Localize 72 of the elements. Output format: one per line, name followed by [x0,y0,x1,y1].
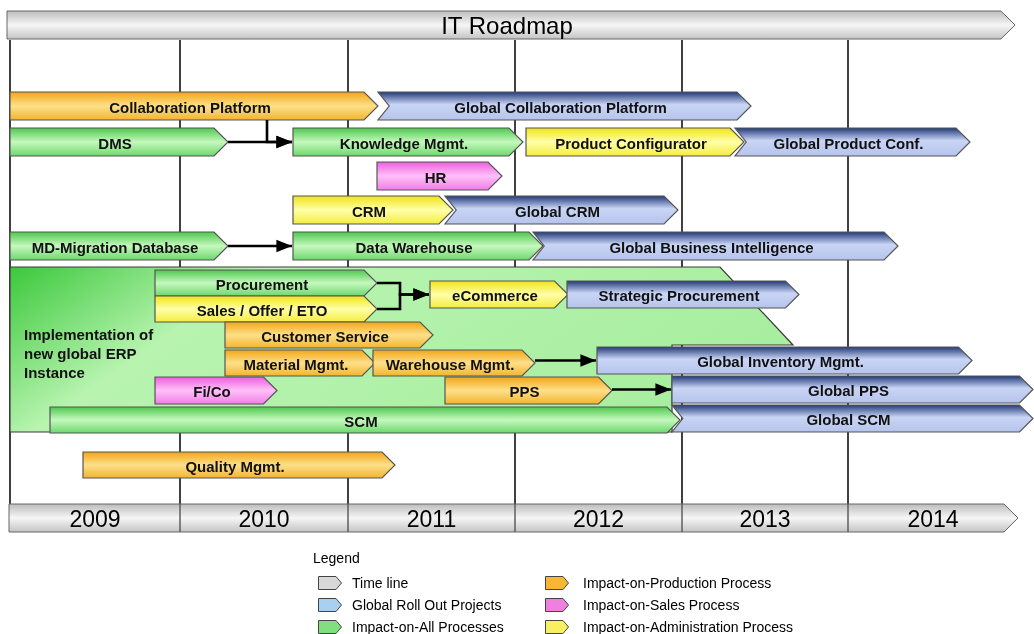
bar-label: Knowledge Mgmt. [338,135,470,151]
legend-label: Impact-on-Administration Process [583,619,794,634]
legend-label: Impact-on-Production Process [583,575,772,591]
roadmap-bar [735,128,970,156]
bar-label: SCM [343,413,379,429]
roadmap-bar [225,322,433,348]
bar-label: CRM [350,203,388,219]
roadmap-bar [373,350,535,376]
roadmap-bar [293,196,453,224]
bar-label: Global SCM [805,412,892,427]
bar-label: Global PPS [807,383,890,398]
bar-label: Collaboration Platform [108,99,272,115]
roadmap-bar [533,232,898,260]
roadmap-bar [430,281,568,308]
bar-label: Global Collaboration Platform [453,99,668,115]
year-label: 2011 [405,507,458,531]
arrow [535,354,596,367]
bar-label: Sales / Offer / ETO [195,302,329,318]
roadmap-bar [155,377,277,404]
roadmap-bar [567,281,799,308]
roadmap-bar [293,232,543,260]
legend-label: Global Roll Out Projects [352,597,502,613]
bar-label: Fi/Co [192,384,232,399]
legend-label: Impact-on-Sales Process [583,597,740,613]
area-label: Implementation of new global ERP Instance [24,325,155,382]
bar-label: eCommerce [451,288,539,303]
bar-label: Warehouse Mgmt. [384,356,516,372]
arrow [228,135,292,149]
roadmap-bar [293,128,523,156]
legend-title: Legend [313,550,360,566]
year-label: 2010 [237,507,291,531]
bar-label: Data Warehouse [354,239,474,255]
roadmap-bar [10,232,228,260]
bar-label: PPS [508,384,541,399]
bar-label: Material Mgmt. [242,356,350,372]
roadmap-bar [672,376,1033,403]
bar-label: Global Product Conf. [772,135,925,151]
roadmap-bar [526,128,744,156]
roadmap-bar [445,196,678,224]
roadmap-bar [50,407,680,433]
bar-label: Procurement [214,276,310,292]
bar-label: Quality Mgmt. [184,458,286,474]
year-label: 2012 [571,507,626,531]
year-label: 2013 [738,507,792,531]
arrow [612,383,671,396]
bar-label: Product Configurator [554,135,708,151]
legend-label: Time line [352,575,409,591]
bar-label: DMS [97,135,133,151]
year-label: 2014 [906,507,960,531]
arrow [377,288,429,311]
roadmap-bar [10,128,228,156]
roadmap-bar [597,347,972,374]
roadmap-bar [155,270,377,296]
title-text: IT Roadmap [441,12,573,39]
bar-label: HR [423,169,448,185]
roadmap-bar [225,350,375,376]
arrow [228,239,292,253]
roadmap-bar [445,377,612,404]
roadmap-bar [672,405,1033,432]
bar-label: Customer Service [260,328,390,344]
year-label: 2009 [68,507,122,531]
bar-label: Global CRM [514,203,601,219]
bar-label: Strategic Procurement [597,288,761,303]
bar-label: Global Inventory Mgmt. [696,354,865,369]
roadmap-bar [155,296,377,322]
roadmap-bar [378,92,751,120]
legend-label: Impact-on-All Processes [352,619,504,634]
roadmap-bar [83,452,395,478]
bar-label: Global Business Intelligence [608,239,815,255]
roadmap-bar [377,162,502,190]
roadmap-bar [10,92,378,120]
bar-label: MD-Migration Database [30,239,200,255]
